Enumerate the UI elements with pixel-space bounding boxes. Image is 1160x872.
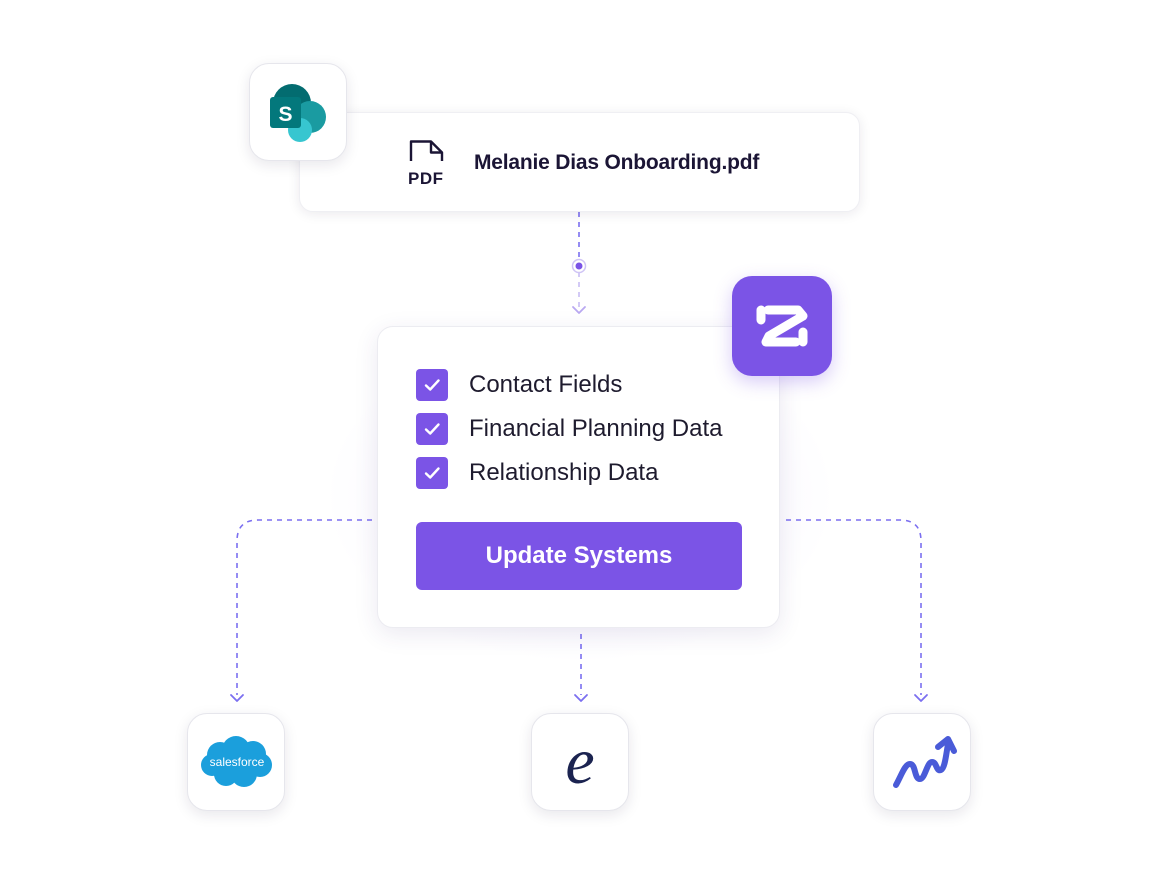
pdf-file-icon: PDF — [408, 140, 444, 187]
checklist-label: Financial Planning Data — [469, 415, 723, 442]
sharepoint-icon: S — [270, 84, 326, 142]
checklist-label: Contact Fields — [469, 371, 623, 398]
brand-badge — [732, 276, 832, 376]
connector-to-salesforce — [236, 519, 372, 695]
checklist-label: Relationship Data — [469, 459, 659, 486]
e-app-tile[interactable]: e — [531, 713, 629, 811]
salesforce-icon: salesforce — [201, 736, 272, 787]
svg-text:e: e — [565, 725, 594, 798]
trend-arrow-icon — [893, 736, 957, 788]
checkbox-checked[interactable] — [416, 413, 448, 445]
file-name: Melanie Dias Onboarding.pdf — [474, 151, 760, 174]
file-card[interactable]: PDF Melanie Dias Onboarding.pdf — [299, 112, 860, 212]
svg-text:salesforce: salesforce — [210, 755, 265, 769]
connector-node-dot — [571, 258, 587, 274]
salesforce-tile[interactable]: salesforce — [187, 713, 285, 811]
arrowhead-salesforce — [230, 694, 244, 702]
checkmark-icon — [424, 379, 440, 391]
sharepoint-tile: S — [249, 63, 347, 161]
extraction-card: Contact Fields Financial Planning Data R… — [377, 326, 780, 628]
svg-text:PDF: PDF — [408, 169, 444, 187]
checkmark-icon — [424, 467, 440, 479]
trend-app-tile[interactable] — [873, 713, 971, 811]
arrowhead-trend — [914, 694, 928, 702]
update-systems-button[interactable]: Update Systems — [416, 522, 742, 590]
e-script-icon: e — [565, 725, 594, 798]
arrowhead-e — [574, 694, 588, 702]
connector-to-trend — [786, 519, 922, 695]
checkbox-checked[interactable] — [416, 369, 448, 401]
z-logo-icon — [756, 305, 808, 347]
checkmark-icon — [424, 423, 440, 435]
svg-text:S: S — [278, 103, 292, 126]
arrowhead-card — [572, 306, 586, 314]
checkbox-checked[interactable] — [416, 457, 448, 489]
